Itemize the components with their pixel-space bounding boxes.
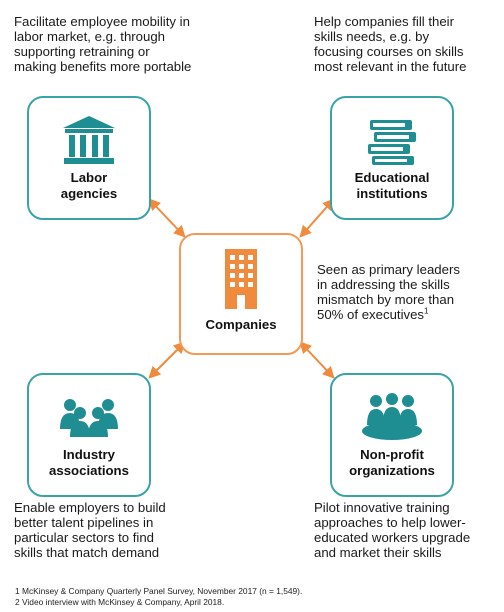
footnote-1: 1 McKinsey & Company Quarterly Panel Sur… xyxy=(15,586,303,596)
desc-line: educated workers upgrade xyxy=(314,530,471,545)
node-non-profit-organizations: Non-profit organizations xyxy=(330,373,454,497)
desc-line: labor market, e.g. through xyxy=(14,29,166,44)
desc-line: making benefits more portable xyxy=(14,59,192,74)
node-industry-associations: Industry associations xyxy=(27,373,151,497)
stack-of-books-icon xyxy=(332,114,452,170)
node-label-line: Industry xyxy=(62,447,116,462)
desc-line: particular sectors to find xyxy=(14,530,154,545)
arrow-nonprofit-companies xyxy=(299,341,335,379)
description-companies: Seen as primary leaders in addressing th… xyxy=(317,262,503,322)
desc-line: Facilitate employee mobility in xyxy=(14,14,190,29)
node-label-line: organizations xyxy=(349,463,435,478)
node-label: Industry associations xyxy=(29,447,149,479)
desc-line: most relevant in the future xyxy=(314,59,467,74)
desc-line: and market their skills xyxy=(314,545,442,560)
description-non-profit-organizations: Pilot innovative training approaches to … xyxy=(314,500,502,560)
node-educational-institutions: Educational institutions xyxy=(330,96,454,220)
node-label: Labor agencies xyxy=(29,170,149,202)
node-label-line: Labor xyxy=(70,170,108,185)
desc-line: Enable employers to build xyxy=(14,500,166,515)
desc-line: skills needs, e.g. by xyxy=(314,29,430,44)
arrow-education-companies xyxy=(299,198,335,238)
desc-line: Help companies fill their xyxy=(314,14,454,29)
node-label-line: Companies xyxy=(205,317,277,332)
desc-line: Seen as primary leaders xyxy=(317,262,460,277)
node-label-line: associations xyxy=(49,463,129,478)
desc-line: supporting retraining or xyxy=(14,44,150,59)
node-companies: Companies xyxy=(179,233,303,355)
node-label-line: institutions xyxy=(356,186,428,201)
arrow-labor-companies xyxy=(148,198,186,238)
description-labor-agencies: Facilitate employee mobility in labor ma… xyxy=(14,14,234,74)
node-label-line: Educational xyxy=(354,170,430,185)
desc-line: 50% of executives xyxy=(317,307,425,322)
desc-line: skills that match demand xyxy=(14,545,160,560)
node-label: Non-profit organizations xyxy=(332,447,452,479)
desc-line: focusing courses on skills xyxy=(314,44,464,59)
office-building-icon xyxy=(181,247,301,309)
desc-line: approaches to help lower- xyxy=(314,515,466,530)
node-label: Companies xyxy=(181,317,301,333)
desc-line: in addressing the skills xyxy=(317,277,450,292)
footnote-marker: 1 xyxy=(424,306,429,316)
desc-line-with-footnote: 50% of executives1 xyxy=(317,307,503,322)
group-of-people-icon xyxy=(29,391,149,447)
desc-line: better talent pipelines in xyxy=(14,515,154,530)
node-label: Educational institutions xyxy=(332,170,452,202)
node-labor-agencies: Labor agencies xyxy=(27,96,151,220)
meeting-table-icon xyxy=(332,391,452,447)
arrow-industry-companies xyxy=(148,341,186,379)
government-building-icon xyxy=(29,114,149,170)
footnotes: 1 McKinsey & Company Quarterly Panel Sur… xyxy=(15,586,302,608)
description-educational-institutions: Help companies fill their skills needs, … xyxy=(314,14,502,74)
description-industry-associations: Enable employers to build better talent … xyxy=(14,500,234,560)
desc-line: mismatch by more than xyxy=(317,292,455,307)
desc-line: Pilot innovative training xyxy=(314,500,450,515)
node-label-line: agencies xyxy=(60,186,118,201)
node-label-line: Non-profit xyxy=(360,447,424,462)
footnote-2: 2 Video interview with McKinsey & Compan… xyxy=(15,597,225,607)
